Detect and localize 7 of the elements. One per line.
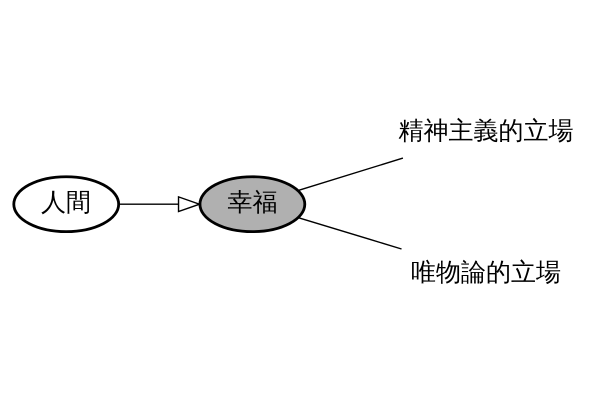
node-ellipse: 人間	[12, 175, 120, 234]
node-text: 精神主義的立場	[398, 116, 574, 145]
node-ellipse: 幸福	[198, 175, 306, 234]
connector	[298, 217, 402, 250]
connector	[298, 157, 404, 192]
arrow	[118, 196, 202, 213]
node-text: 唯物論的立場	[411, 257, 562, 286]
